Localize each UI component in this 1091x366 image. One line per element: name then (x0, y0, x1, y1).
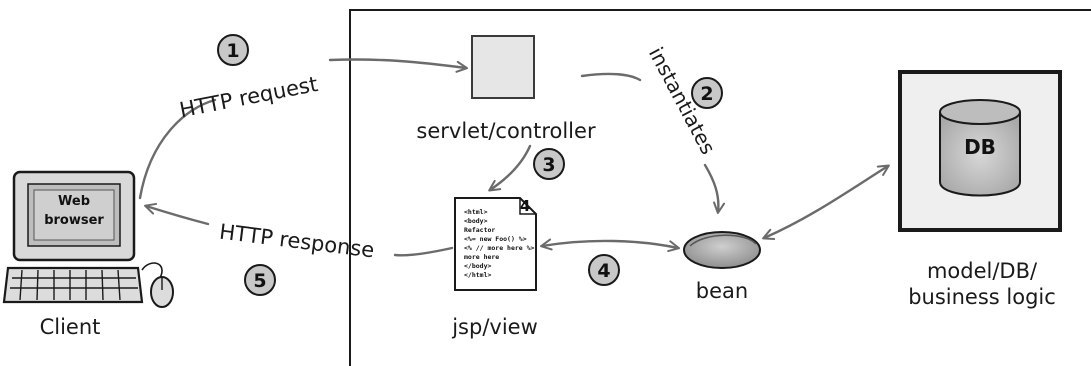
servlet-label: servlet/controller (416, 119, 596, 143)
http-response-arrow (146, 206, 454, 257)
browser-label-line1: Web (58, 194, 90, 209)
client-label: Client (40, 315, 101, 339)
instantiates-arrow (580, 72, 718, 212)
jsp-bean-arrow (540, 238, 680, 253)
model-db: DB model/DB/ business logic (898, 70, 1062, 309)
step-badge-5: 5 (244, 264, 276, 296)
step-number: 5 (253, 270, 266, 292)
http-request-arrow (138, 59, 466, 200)
http-request-label: HTTP request (178, 72, 320, 122)
forward-to-jsp-arrow (488, 144, 532, 192)
arrows (138, 59, 890, 257)
model-label-line1: model/DB/ (927, 259, 1038, 283)
model-label-line2: business logic (908, 285, 1056, 309)
monitor: Web browser (12, 170, 136, 262)
server-container (349, 9, 1091, 366)
jsp-view: 4 <html> <body> Refactor <%= new Foo() %… (451, 197, 538, 339)
jsp-page-number: 4 (520, 197, 530, 215)
jsp-code-line: </body> (464, 262, 491, 270)
http-response-label: HTTP response (218, 220, 376, 263)
step-badge-2: 2 (691, 77, 723, 109)
bean: bean (683, 231, 761, 303)
jsp-code-line: more here (464, 253, 499, 261)
bean-label: bean (696, 279, 748, 303)
step-badge-3: 3 (533, 148, 565, 180)
step-number: 1 (226, 40, 239, 62)
keyboard (2, 266, 144, 304)
db-cylinder: DB (939, 99, 1021, 197)
step-number: 4 (597, 260, 610, 282)
jsp-label: jsp/view (451, 315, 538, 339)
client-computer: Web browser Client (2, 170, 174, 339)
db-label: DB (964, 135, 996, 159)
jsp-code-line: <% // more here %> (464, 244, 535, 252)
servlet-controller: servlet/controller (416, 35, 596, 143)
bean-model-arrow (762, 164, 890, 240)
jsp-code-line: <%= new Foo() %> (464, 235, 527, 243)
step-number: 2 (700, 83, 713, 105)
jsp-code-line: <html> (464, 208, 488, 216)
jsp-code-line: Refactor (464, 226, 495, 234)
step-badge-1: 1 (217, 34, 249, 66)
browser-label-line2: browser (44, 213, 104, 228)
step-number: 3 (542, 154, 555, 176)
jsp-code-line: <body> (464, 217, 488, 225)
jsp-code-line: </html> (464, 271, 491, 279)
step-badge-4: 4 (588, 254, 620, 286)
jsp-code-block: <html> <body> Refactor <%= new Foo() %> … (464, 208, 535, 279)
mouse (141, 262, 174, 308)
